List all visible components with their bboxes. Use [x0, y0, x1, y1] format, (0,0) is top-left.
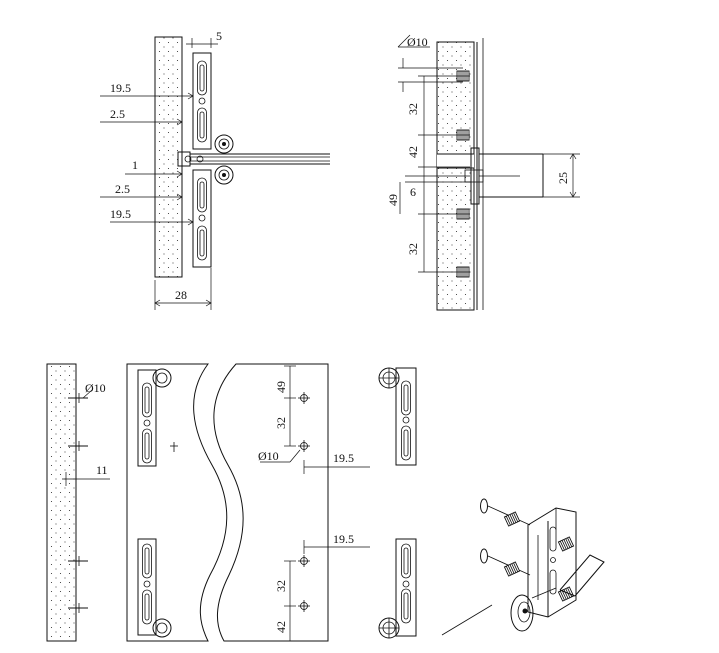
- view-door-layout: 49 32 Ø10 19.5 19.5 32 42: [126, 363, 370, 642]
- view-hinge-fronts: [378, 367, 417, 639]
- dim-hole-dia-edge: Ø10: [85, 381, 106, 395]
- roller-lower: [214, 165, 234, 185]
- panel-edge: [46, 363, 77, 642]
- view-exploded-assembly: [441, 498, 605, 636]
- upper-hinge-plate: [192, 52, 212, 150]
- dim-lower-pitch-door: 32: [274, 580, 288, 592]
- view-panel-edge: Ø10 11: [46, 363, 110, 642]
- hinge-front-upper: [395, 367, 417, 466]
- dim-upper-pitch-door: 32: [274, 417, 288, 429]
- dim-lower-inset: 2.5: [115, 182, 130, 196]
- dim-lower-edge: 19.5: [333, 532, 354, 546]
- dim-lower-spacing: 49: [386, 194, 400, 206]
- dim-hole-dia-door: Ø10: [258, 449, 279, 463]
- dim-gap: 1: [132, 158, 138, 172]
- view-side-section: 5 19.5 2.5 1 2.5 19.5 28: [100, 29, 330, 310]
- roller-upper: [214, 134, 234, 154]
- view-front-section: Ø10 32 42 32 6 49 25: [386, 34, 580, 311]
- dim-upper-inset: 2.5: [110, 107, 125, 121]
- dim-bottom-offset: 42: [274, 621, 288, 633]
- hinge-front-lower: [395, 538, 417, 637]
- dim-hole-dia-front: Ø10: [407, 35, 428, 49]
- dim-gap-height: 6: [410, 185, 416, 199]
- door-left: [126, 363, 228, 642]
- dim-width: 28: [175, 288, 187, 302]
- dim-lower-pitch: 32: [406, 243, 420, 255]
- dim-top-offset: 49: [274, 381, 288, 393]
- lower-hinge-plate: [192, 169, 212, 268]
- dim-plate-height: 25: [556, 172, 570, 184]
- door-right: [213, 363, 329, 642]
- dim-upper-spacing: 42: [406, 146, 420, 158]
- dim-top-gap: 5: [216, 29, 222, 43]
- dim-upper-edge: 19.5: [333, 451, 354, 465]
- dim-edge-offset: 11: [96, 463, 108, 477]
- dim-lower-offset: 19.5: [110, 207, 131, 221]
- dim-upper-pitch: 32: [406, 103, 420, 115]
- dim-upper-offset: 19.5: [110, 81, 131, 95]
